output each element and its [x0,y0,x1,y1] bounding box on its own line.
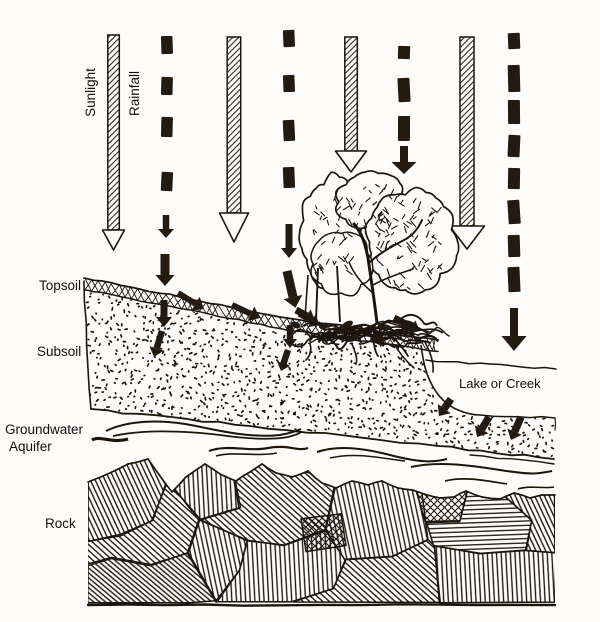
svg-text:Topsoil: Topsoil [39,278,81,293]
svg-text:Rainfall: Rainfall [127,71,142,116]
svg-text:Lake or Creek: Lake or Creek [459,376,541,391]
svg-text:Sunlight: Sunlight [83,68,98,117]
svg-text:Groundwater: Groundwater [5,422,84,437]
svg-text:Subsoil: Subsoil [37,344,81,359]
svg-text:Aquifer: Aquifer [9,439,52,454]
svg-text:Rock: Rock [45,516,76,531]
